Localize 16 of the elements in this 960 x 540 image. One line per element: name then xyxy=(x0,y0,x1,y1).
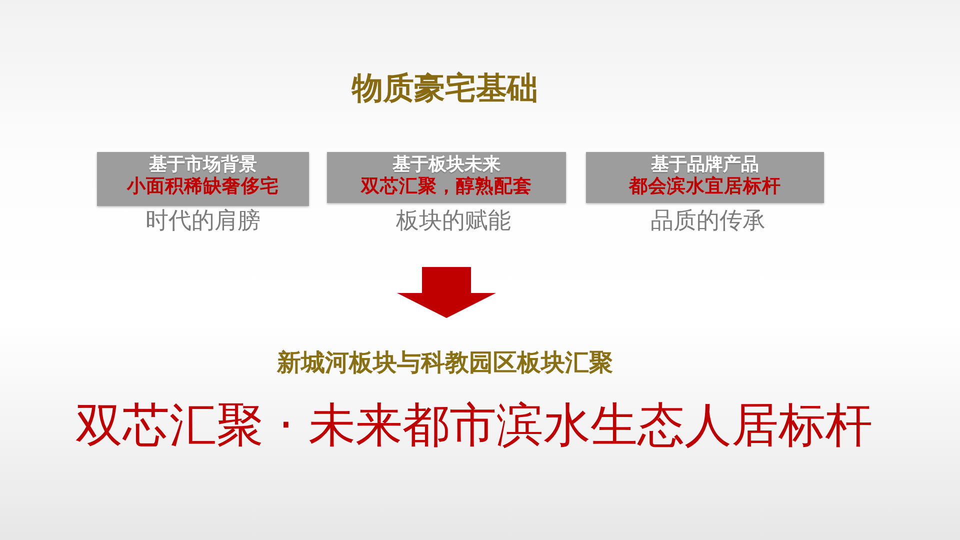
info-box xyxy=(327,152,566,203)
box-text: 双芯汇聚，醇熟配套 xyxy=(361,176,532,198)
title: 物质豪宅基础 xyxy=(352,70,538,108)
info-box xyxy=(586,152,824,203)
box-label: 板块的赋能 xyxy=(396,208,511,236)
box-heading: 基于品牌产品 xyxy=(651,154,759,176)
box-text: 小面积稀缺奢侈宅 xyxy=(127,176,279,198)
info-box xyxy=(97,152,309,206)
box-text: 都会滨水宜居标杆 xyxy=(629,176,781,198)
box-heading: 基于板块未来 xyxy=(392,154,500,176)
arrow xyxy=(397,267,496,318)
box-label: 品质的传承 xyxy=(650,208,766,236)
subheading: 新城河板块与科教园区板块汇聚 xyxy=(277,348,613,378)
headline: 双芯汇聚 · 未来都市滨水生态人居标杆 xyxy=(76,398,872,454)
box-label: 时代的肩膀 xyxy=(146,208,260,236)
box-heading: 基于市场背景 xyxy=(149,154,257,176)
